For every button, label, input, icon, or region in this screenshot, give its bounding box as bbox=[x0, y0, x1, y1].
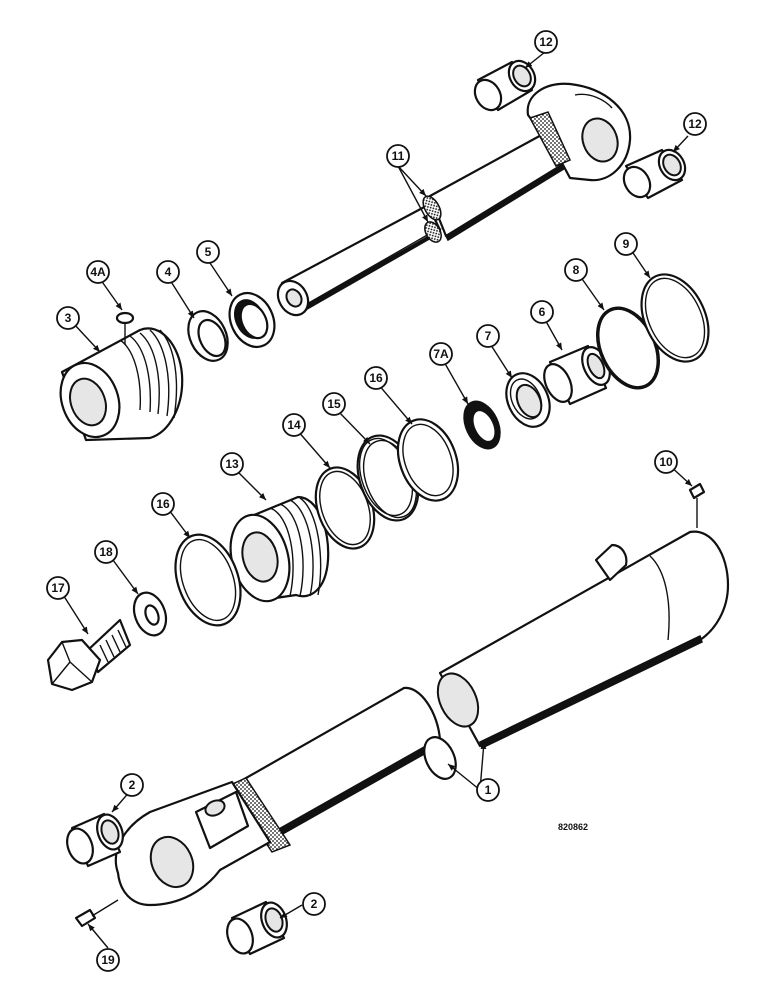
svg-text:5: 5 bbox=[205, 245, 212, 259]
bushing-lower-left bbox=[66, 812, 124, 868]
callout-7a: 7A bbox=[429, 342, 453, 366]
svg-text:2: 2 bbox=[311, 897, 318, 911]
svg-text:3: 3 bbox=[65, 311, 72, 325]
ring-7a bbox=[463, 400, 501, 450]
callout-12-upper: 12 bbox=[534, 30, 558, 54]
callout-8: 8 bbox=[564, 258, 588, 282]
callout-15: 15 bbox=[322, 392, 346, 416]
callout-4: 4 bbox=[156, 260, 180, 284]
svg-text:7A: 7A bbox=[433, 347, 449, 361]
svg-text:16: 16 bbox=[369, 371, 383, 385]
bushing-upper-left bbox=[473, 59, 537, 112]
bolt bbox=[46, 618, 132, 692]
callout-2-left: 2 bbox=[120, 773, 144, 797]
callout-12-right: 12 bbox=[683, 112, 707, 136]
svg-text:2: 2 bbox=[129, 778, 136, 792]
wear-ring-16-upper bbox=[396, 418, 460, 502]
svg-text:10: 10 bbox=[659, 455, 673, 469]
callout-16-lower: 16 bbox=[151, 492, 175, 516]
callout-1: 1 bbox=[476, 778, 500, 802]
o-ring-8 bbox=[596, 306, 660, 390]
seal-4 bbox=[187, 310, 229, 362]
seal-7 bbox=[505, 372, 551, 428]
figure-reference-code: 820862 bbox=[558, 822, 588, 832]
svg-text:15: 15 bbox=[327, 397, 341, 411]
callout-14: 14 bbox=[282, 413, 306, 437]
cylinder-barrel bbox=[114, 530, 730, 907]
callout-3: 3 bbox=[56, 306, 80, 330]
wiper-5 bbox=[228, 292, 276, 348]
svg-text:14: 14 bbox=[287, 418, 301, 432]
callout-4a: 4A bbox=[86, 260, 110, 284]
callout-2-right: 2 bbox=[302, 892, 326, 916]
callout-7: 7 bbox=[476, 324, 500, 348]
callout-13: 13 bbox=[220, 452, 244, 476]
svg-text:1: 1 bbox=[485, 783, 492, 797]
callout-5: 5 bbox=[196, 240, 220, 264]
washer bbox=[132, 591, 168, 637]
piston bbox=[229, 495, 330, 603]
svg-text:7: 7 bbox=[485, 329, 492, 343]
svg-text:4: 4 bbox=[165, 265, 172, 279]
gland bbox=[59, 311, 184, 442]
svg-text:11: 11 bbox=[392, 149, 405, 163]
svg-text:18: 18 bbox=[99, 545, 113, 559]
wear-ring-16-lower bbox=[174, 533, 242, 627]
callout-11: 11 bbox=[386, 144, 410, 168]
callout-9: 9 bbox=[614, 232, 638, 256]
svg-text:6: 6 bbox=[539, 305, 546, 319]
svg-text:8: 8 bbox=[573, 263, 580, 277]
callout-6: 6 bbox=[530, 300, 554, 324]
rod-break-section-upper bbox=[422, 195, 442, 221]
svg-text:4A: 4A bbox=[90, 265, 106, 279]
piston-rod bbox=[276, 82, 632, 317]
svg-text:13: 13 bbox=[225, 457, 239, 471]
svg-text:9: 9 bbox=[623, 237, 630, 251]
callout-10: 10 bbox=[654, 450, 678, 474]
bushing-upper-right bbox=[622, 148, 687, 200]
backup-ring-9 bbox=[640, 273, 710, 363]
gland-plug bbox=[115, 311, 135, 325]
callout-19: 19 bbox=[96, 948, 120, 972]
grease-fitting-19 bbox=[74, 899, 119, 928]
svg-text:12: 12 bbox=[539, 35, 553, 49]
svg-text:16: 16 bbox=[156, 497, 170, 511]
bushing-lower-right bbox=[226, 900, 288, 956]
svg-text:17: 17 bbox=[51, 581, 65, 595]
callout-16-upper: 16 bbox=[364, 366, 388, 390]
callout-17: 17 bbox=[46, 576, 70, 600]
svg-text:12: 12 bbox=[688, 117, 702, 131]
grease-fitting-10 bbox=[688, 482, 706, 528]
svg-text:19: 19 bbox=[101, 953, 115, 967]
callout-18: 18 bbox=[94, 540, 118, 564]
rod-break-section-lower bbox=[424, 221, 442, 243]
